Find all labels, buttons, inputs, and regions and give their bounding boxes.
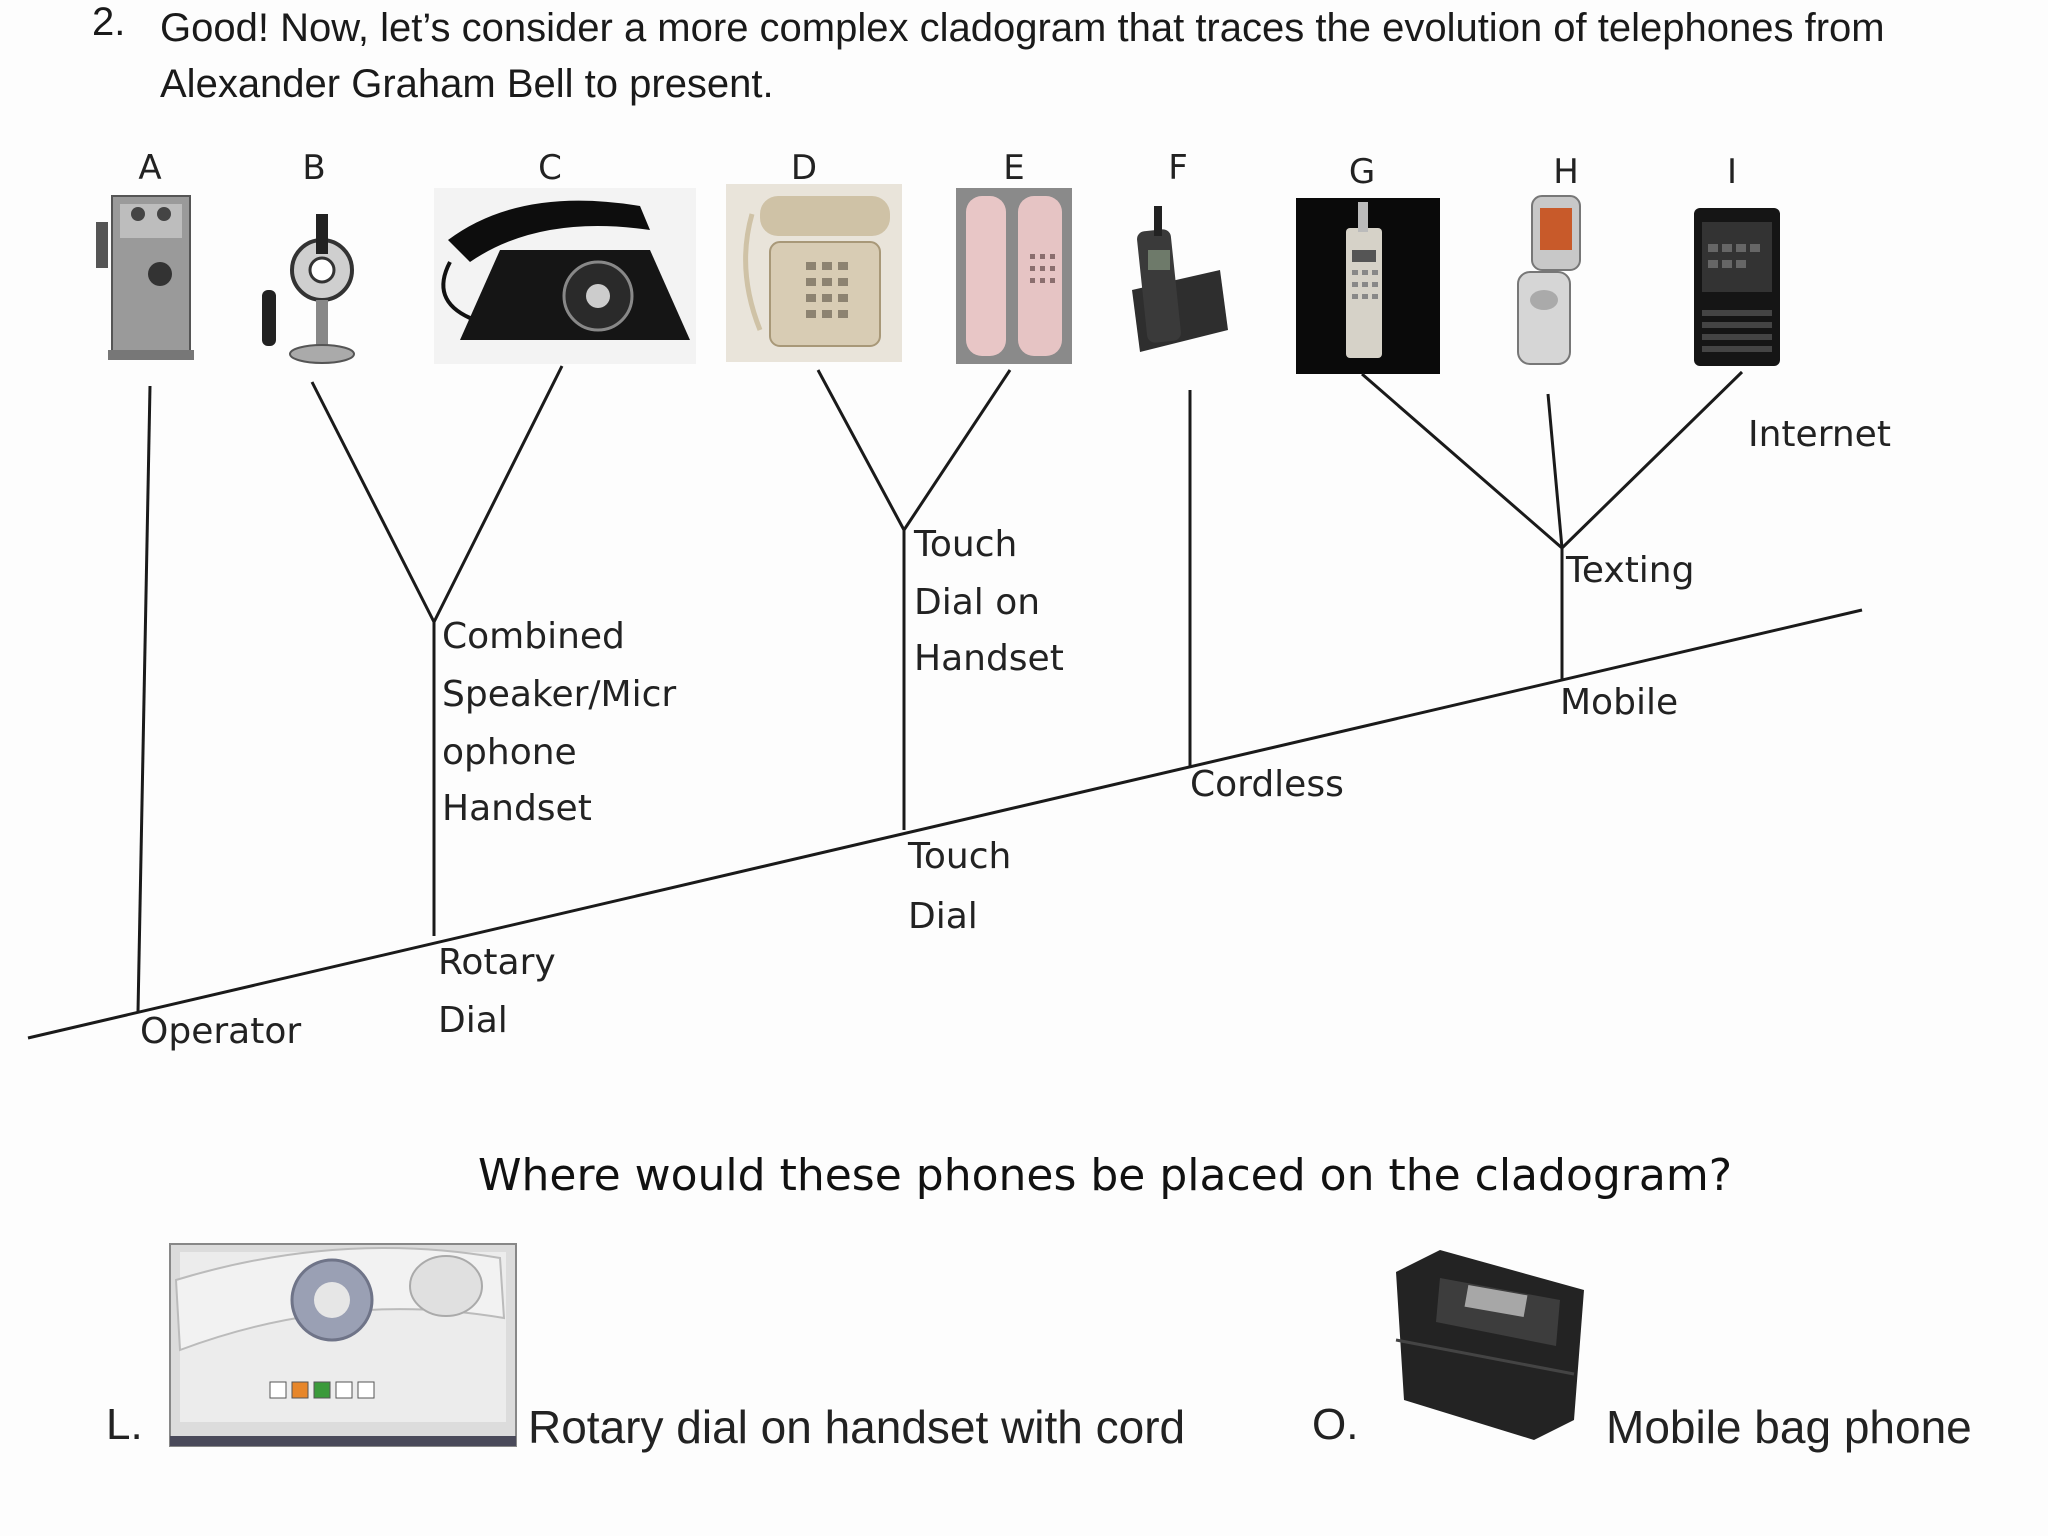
branch-h-line <box>1546 393 1564 549</box>
trait-combined-label-line1: Combined <box>442 616 625 657</box>
phone-b-candlestick-image <box>262 214 355 364</box>
item-l-phone-image <box>169 1243 517 1447</box>
main-trunk-line <box>27 608 1863 1040</box>
trait-combined-label-line2: Speaker/Micr <box>442 674 677 715</box>
item-o-phone-image <box>1395 1250 1584 1440</box>
trait-mobile-label: Mobile <box>1560 682 1679 723</box>
phone-a-wall-crank-image <box>96 195 194 360</box>
phone-c-rotary-desk-image <box>434 188 696 364</box>
item-o-letter: O. <box>1312 1400 1359 1449</box>
taxon-label-i: I <box>1726 152 1738 192</box>
item-o-description: Mobile bag phone <box>1606 1401 1972 1453</box>
taxon-label-e: E <box>1003 148 1025 188</box>
trait-internet-label: Internet <box>1748 414 1891 455</box>
trait-operator-label: Operator <box>140 1011 302 1052</box>
taxon-label-a: A <box>138 148 162 188</box>
trait-touch-handset-label-line3: Handset <box>914 638 1064 679</box>
item-l-letter: L. <box>106 1400 143 1449</box>
question-number: 2. <box>92 0 126 44</box>
branch-b-line <box>310 381 436 623</box>
taxon-label-d: D <box>790 148 818 188</box>
branch-i-line <box>1560 370 1744 550</box>
phone-d-touchtone-desk-image <box>726 184 902 362</box>
phone-f-cordless-image <box>1132 206 1228 352</box>
trait-touch-dial-label-line1: Touch <box>908 836 1012 877</box>
trait-combined-label-line4: Handset <box>442 788 592 829</box>
placement-question: Where would these phones be placed on th… <box>478 1150 1733 1201</box>
trait-texting-label: Texting <box>1566 550 1695 591</box>
question-text: Good! Now, let’s consider a more complex… <box>160 6 1885 106</box>
trait-touch-handset-label-line1: Touch <box>914 524 1018 565</box>
trait-cordless-label: Cordless <box>1190 764 1344 805</box>
phone-h-flip-phone-image <box>1517 195 1581 365</box>
trait-rotary-label-line1: Rotary <box>438 942 556 983</box>
taxon-label-g: G <box>1348 152 1376 192</box>
trait-combined-label-line3: ophone <box>442 732 577 773</box>
phone-g-brick-mobile-image <box>1296 198 1440 374</box>
phone-e-trimline-image <box>956 188 1072 364</box>
branch-a-line <box>136 385 152 1013</box>
branch-d-line <box>816 369 906 531</box>
taxon-label-f: F <box>1168 148 1188 188</box>
trait-touch-dial-label-line2: Dial <box>908 896 978 937</box>
taxon-label-c: C <box>538 148 562 188</box>
cladogram-lines <box>27 365 1863 1040</box>
branch-c-line <box>432 365 564 623</box>
item-l-description: Rotary dial on handset with cord <box>528 1401 1186 1453</box>
branch-e-line <box>902 369 1012 531</box>
taxon-label-h: H <box>1553 152 1579 192</box>
phone-i-smartphone-image <box>1694 208 1780 366</box>
trait-touch-handset-label-line2: Dial on <box>914 582 1041 623</box>
branch-g-line <box>1361 372 1563 550</box>
trait-rotary-label-line2: Dial <box>438 1000 508 1041</box>
taxon-label-b: B <box>302 148 326 188</box>
